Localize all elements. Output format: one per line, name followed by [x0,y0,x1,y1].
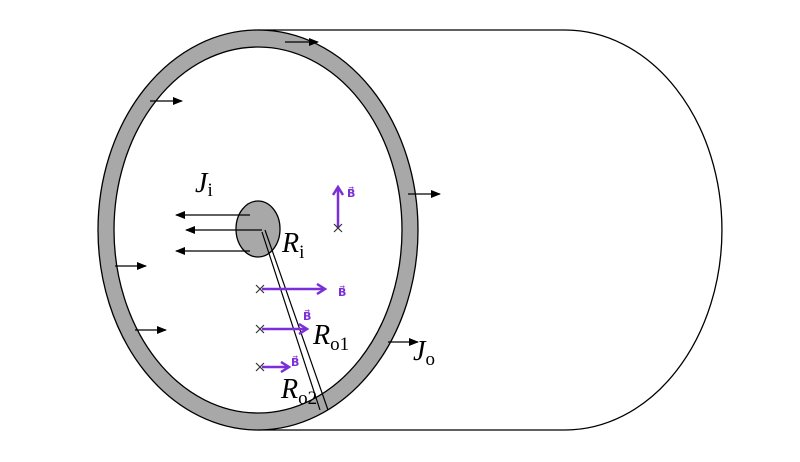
inner-current-label: Ji [195,168,213,201]
svg-text:B⃗: B⃗ [338,285,346,299]
inner-radius-label: Ri [281,228,304,263]
svg-text:B⃗: B⃗ [291,355,299,369]
inner-conductor [235,200,281,258]
outer-current-arrows [115,38,441,346]
outer-radius-2-label: Ro2 [280,374,317,409]
magnetic-field-arrows [262,187,338,367]
point-markers [255,223,343,372]
outer-radius-1-label: Ro1 [312,320,349,355]
svg-text:B⃗: B⃗ [347,186,355,200]
field-labels: B⃗ B⃗ B⃗ B⃗ [291,186,355,369]
inner-current-arrows [175,211,262,255]
outer-current-label: Jo [413,336,435,370]
svg-text:B⃗: B⃗ [303,309,311,323]
radius-lines [261,229,329,411]
outer-conductor-ring [97,29,419,431]
cylinder-body [258,29,723,431]
